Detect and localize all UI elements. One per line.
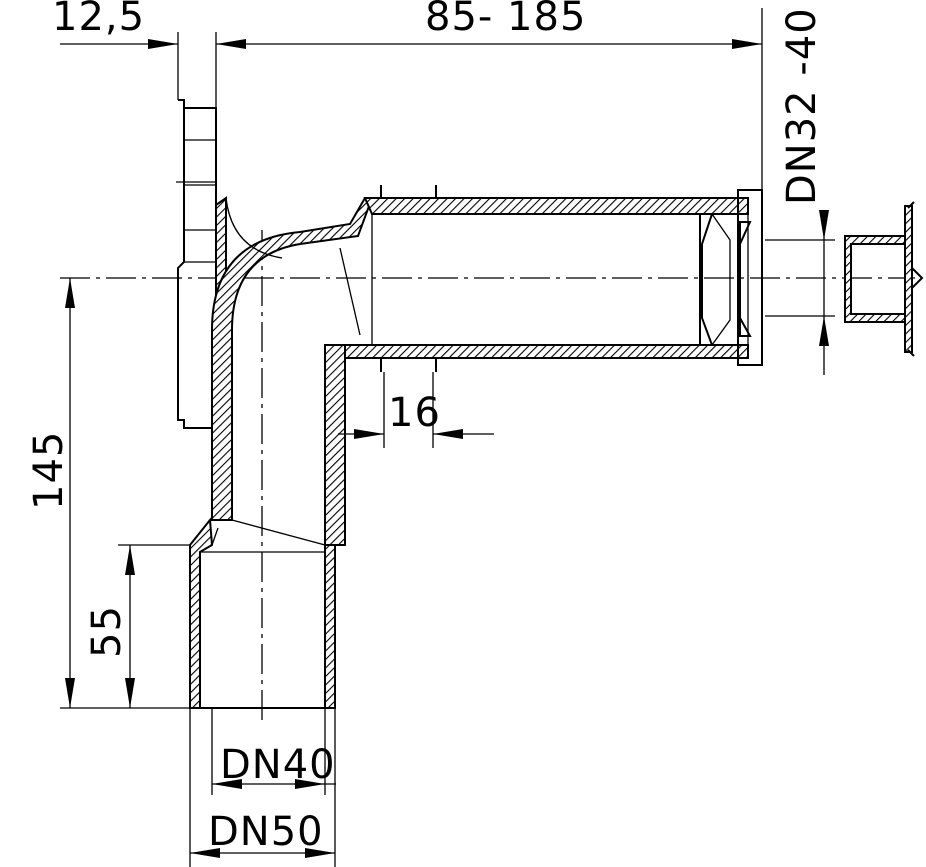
adapter-part xyxy=(844,201,924,357)
dim-length-range: 85- 185 xyxy=(425,0,586,40)
dimension-lines xyxy=(60,8,835,867)
dimension-labels: 12,5 85- 185 DN32 -40 145 55 16 DN40 DN5… xyxy=(26,0,825,855)
dim-outlet-dn: DN32 -40 xyxy=(779,7,825,205)
center-lines xyxy=(60,230,915,725)
dim-height: 145 xyxy=(26,431,72,510)
dim-outer-dn: DN50 xyxy=(208,809,324,855)
horizontal-tube xyxy=(344,185,763,372)
dim-flange-thickness: 12,5 xyxy=(52,0,145,40)
elbow-body xyxy=(211,197,374,546)
dim-pipe-offset: 16 xyxy=(388,390,441,436)
dim-socket-depth: 55 xyxy=(84,605,130,658)
dim-inner-dn: DN40 xyxy=(220,742,336,788)
